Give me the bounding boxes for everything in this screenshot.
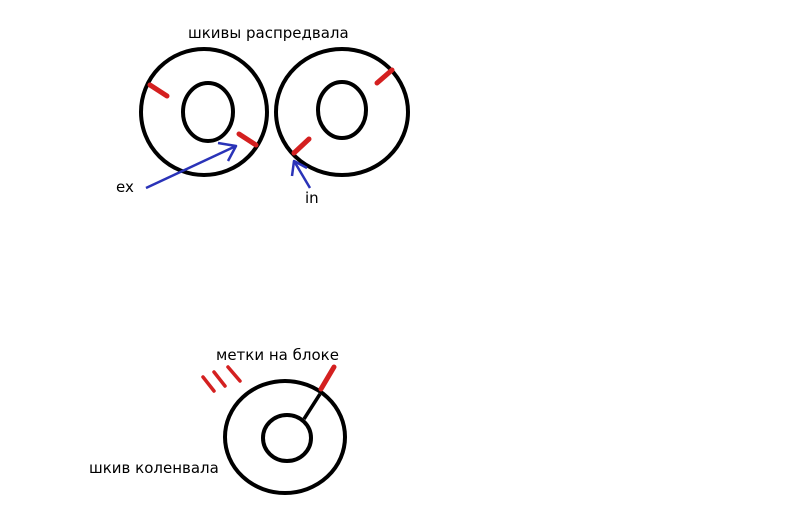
intake-mark-upper [374,67,395,86]
crankshaft-pulley-outer [223,379,347,495]
exhaust-label: ex [116,178,134,196]
exhaust-arrow [145,141,238,190]
crankshaft-pulley [223,364,347,495]
block-marks [201,365,242,393]
crankshaft-pulley-hub [261,413,313,463]
exhaust-arrow-head [217,141,238,162]
intake-label: in [305,189,319,207]
block-mark [212,370,227,388]
intake-camshaft-pulley [274,47,410,177]
intake-pulley-outer [274,47,410,177]
exhaust-arrow-shaft [145,144,237,190]
exhaust-pulley-outer [139,47,269,177]
exhaust-camshaft-pulley [139,47,269,177]
crankshaft-timing-mark [318,364,337,392]
intake-timing-mark [291,136,312,156]
intake-arrow-shaft [292,160,312,189]
block-mark [201,375,216,393]
crankshaft-pulley-label: шкив коленвала [89,459,219,477]
block-mark [226,365,242,383]
crankshaft-key-line [302,393,322,420]
camshaft-pulleys-label: шкивы распредвала [188,24,349,42]
exhaust-mark-upper [147,82,170,99]
exhaust-pulley-hub [181,81,235,143]
intake-arrow-head [290,159,308,177]
block-marks-label: метки на блоке [216,346,339,364]
intake-arrow [290,159,312,189]
exhaust-timing-mark [236,131,259,148]
intake-pulley-hub [316,80,368,140]
